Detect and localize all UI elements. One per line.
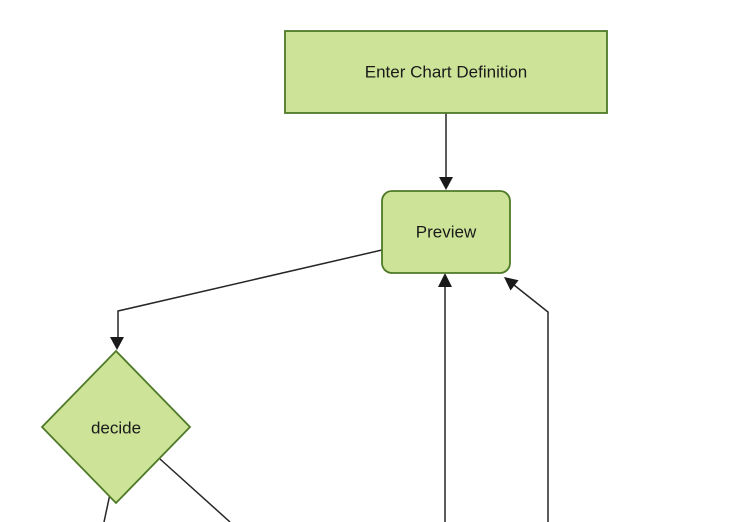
edge-line — [513, 284, 549, 522]
node-enter-chart-definition: Enter Chart Definition — [284, 30, 608, 114]
edge-line — [117, 249, 383, 339]
node-decide: decide — [40, 349, 192, 505]
edge-preview-to-decide — [110, 249, 383, 350]
arrowhead-icon — [504, 277, 519, 291]
node-rounded-rectangle — [381, 190, 511, 274]
node-preview: Preview — [381, 190, 511, 274]
node-label: Preview — [416, 223, 477, 242]
edge-decide-to-offscreen-right — [159, 458, 231, 522]
node-label: Enter Chart Definition — [365, 63, 528, 82]
node-diamond — [40, 349, 192, 505]
node-label: decide — [91, 419, 141, 438]
edge-decide-to-offscreen-left — [103, 493, 111, 522]
arrowhead-icon — [438, 273, 452, 287]
edge-offscreen-to-preview-bottom — [438, 273, 452, 522]
edge-line — [103, 493, 111, 522]
edge-line — [159, 458, 231, 522]
node-rectangle — [284, 30, 608, 114]
arrowhead-icon — [439, 177, 453, 190]
edge-enter-to-preview — [439, 113, 453, 190]
arrowhead-icon — [110, 337, 124, 350]
edge-offscreen-to-preview-corner — [504, 277, 549, 522]
